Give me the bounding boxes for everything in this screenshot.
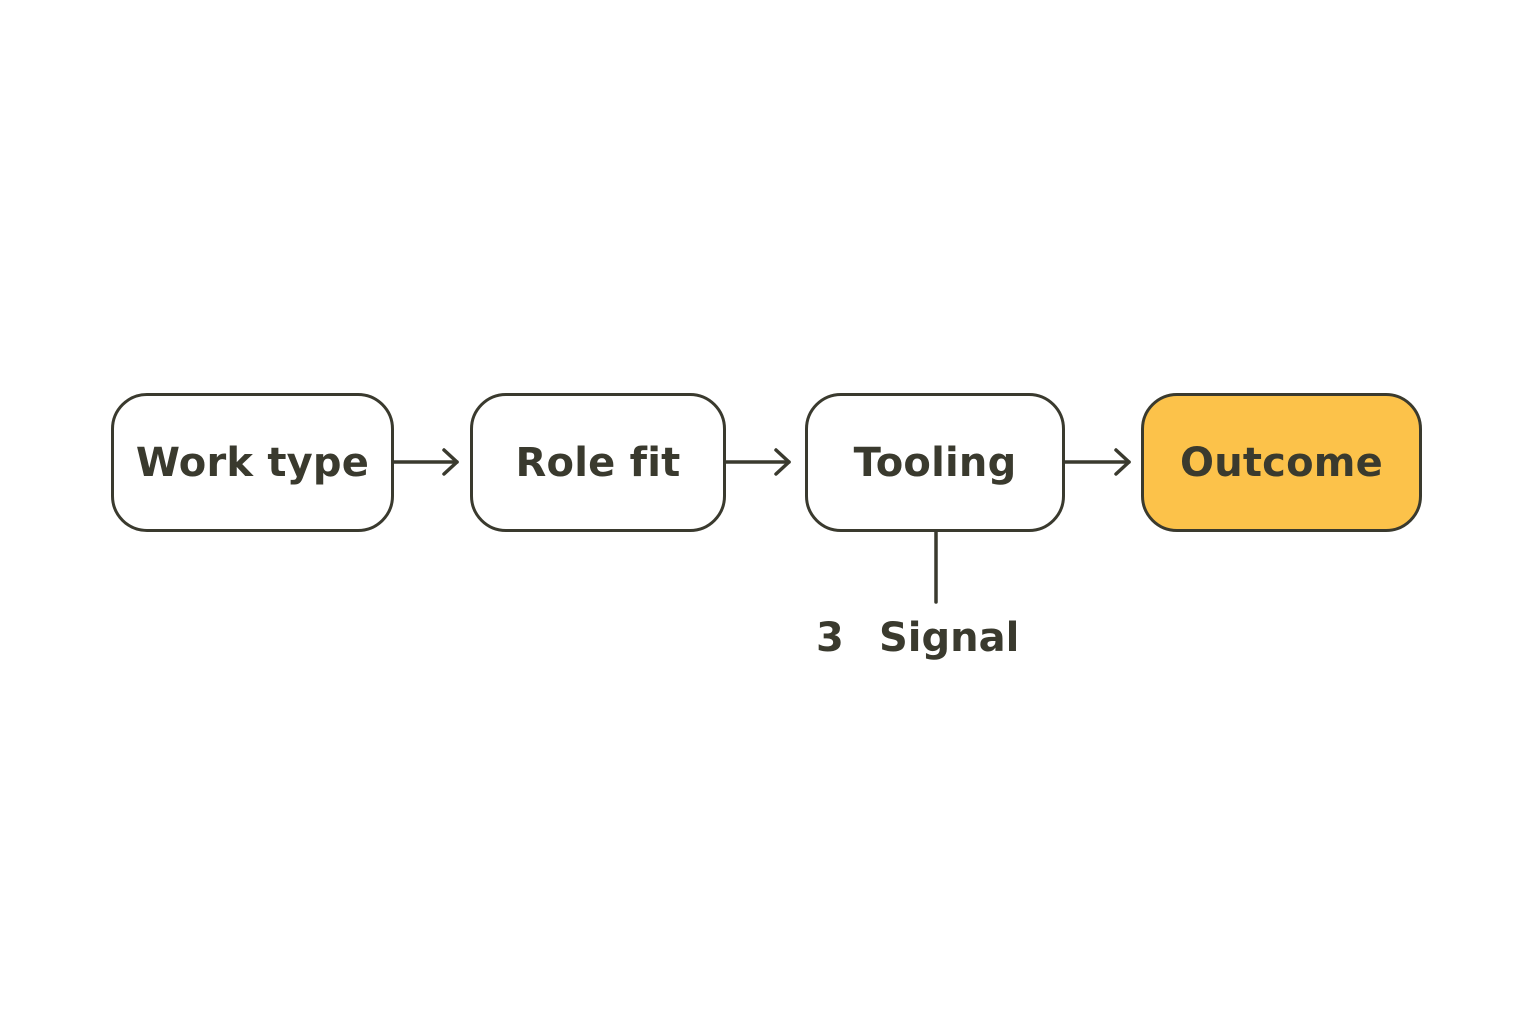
flow-step-work-type: Work type bbox=[111, 393, 394, 532]
arrow-right-icon bbox=[392, 448, 459, 476]
flow-step-role-fit: Role fit bbox=[470, 393, 726, 532]
branch-label: Signal bbox=[879, 615, 1020, 661]
flow-step-tooling: Tooling bbox=[805, 393, 1065, 532]
arrow-right-icon bbox=[724, 448, 791, 476]
flow-step-label: Role fit bbox=[515, 439, 681, 486]
branch-number: 3 bbox=[816, 615, 844, 661]
flow-step-label: Outcome bbox=[1179, 439, 1383, 486]
arrow-right-icon bbox=[1063, 448, 1131, 476]
flow-step-outcome: Outcome bbox=[1141, 393, 1422, 532]
flow-step-label: Tooling bbox=[853, 439, 1017, 486]
flow-step-label: Work type bbox=[135, 439, 370, 486]
